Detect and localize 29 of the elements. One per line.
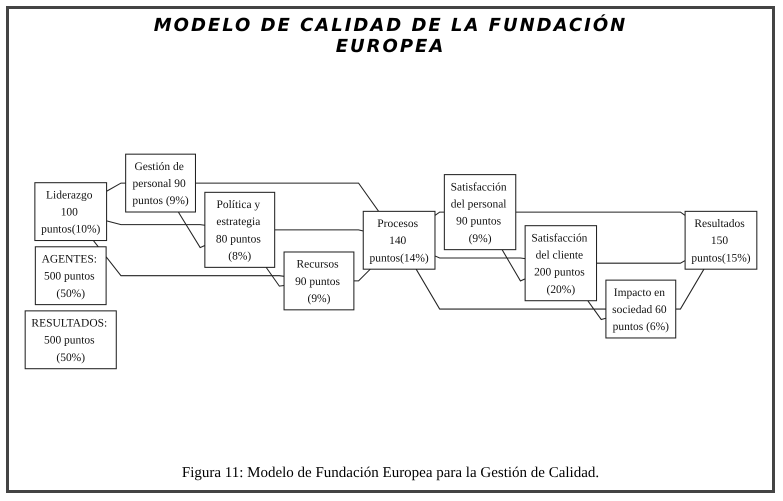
node-box: Satisfacción del cliente 200 puntos (20%) [524,224,597,301]
connector [434,255,525,259]
node-box: Impacto en sociedad 60 puntos (6%) [604,279,676,338]
connector [434,211,444,216]
connector [353,268,370,281]
node-box: Política y estrategia 80 puntos (8%) [204,191,275,268]
connector [415,268,606,310]
connector [675,268,704,310]
connector [92,240,284,276]
connector [586,300,606,320]
connector [194,182,379,212]
diagram-title: MODELO DE CALIDAD DE LA FUNDACIÓN EUROPEA [152,15,628,57]
connector [515,211,685,216]
connector [265,266,284,286]
figure-caption: Figura 11: Modelo de Fundación Europea para la Gestión de Calidad. [182,465,600,482]
connector [106,220,204,226]
node-box: Satisfacción del personal 90 puntos (9%) [443,174,516,250]
node-box: AGENTES: 500 puntos (50%) [34,246,106,305]
connector [501,248,525,282]
connector [274,228,363,232]
connector [596,260,685,264]
connector [177,211,205,248]
node-box: Procesos 140 puntos(14%) [362,210,435,270]
node-box: Gestión de personal 90 puntos (9%) [124,153,196,212]
node-box: Recursos 90 puntos (9%) [283,251,354,310]
node-box: RESULTADOS: 500 puntos (50%) [24,310,116,369]
connector [106,182,126,192]
node-box: Resultados 150 puntos(15%) [684,210,757,270]
node-box: Liderazgo 100 puntos(10%) [34,182,107,241]
